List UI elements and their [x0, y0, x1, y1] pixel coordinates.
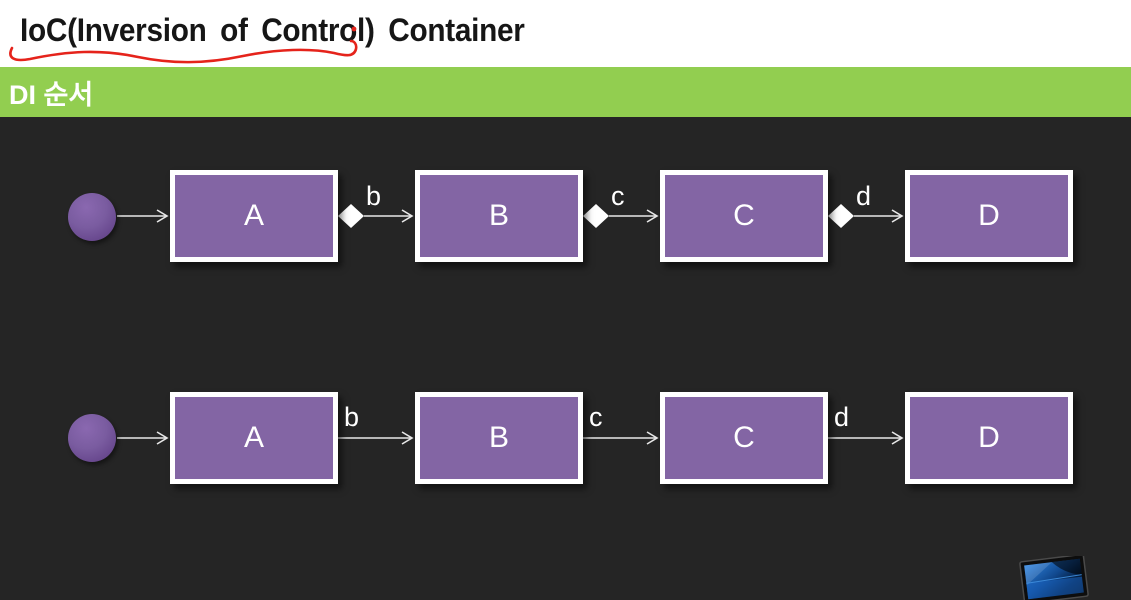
node-box-b-row1: B	[415, 170, 583, 262]
node-label: A	[243, 421, 264, 454]
node-box-c-row2: C	[660, 392, 828, 484]
node-box-d-row2: D	[905, 392, 1073, 484]
edge-label-c-row2: c	[589, 402, 603, 432]
monitor-logo-icon	[1019, 556, 1089, 600]
arrow-start-to-a-row2	[117, 431, 169, 445]
start-node-circle-row2	[68, 414, 116, 462]
arrow-c-d-row2	[828, 431, 904, 445]
arrow-a-b-row2	[338, 431, 414, 445]
section-header-bar: DI 순서	[0, 67, 1131, 117]
arrow-b-c-row2	[583, 431, 659, 445]
node-label: B	[488, 421, 509, 454]
node-label: B	[488, 199, 509, 232]
edge-label-d-row1: d	[856, 181, 872, 211]
arrow-start-to-a-row1	[117, 209, 169, 223]
edge-label-b-row1: b	[366, 181, 382, 211]
node-box-a-row2: A	[170, 392, 338, 484]
node-label: C	[733, 199, 755, 232]
edge-label-d-row2: d	[834, 402, 850, 432]
node-box-d-row1: D	[905, 170, 1073, 262]
node-label: C	[733, 421, 755, 454]
edge-label-c-row1: c	[611, 181, 625, 211]
node-box-b-row2: B	[415, 392, 583, 484]
section-title: DI 순서	[9, 79, 94, 110]
edge-label-b-row2: b	[344, 402, 360, 432]
start-node-circle-row1	[68, 193, 116, 241]
node-label: D	[978, 421, 1000, 454]
node-box-c-row1: C	[660, 170, 828, 262]
node-label: D	[978, 199, 1000, 232]
node-box-a-row1: A	[170, 170, 338, 262]
node-label: A	[243, 199, 264, 232]
